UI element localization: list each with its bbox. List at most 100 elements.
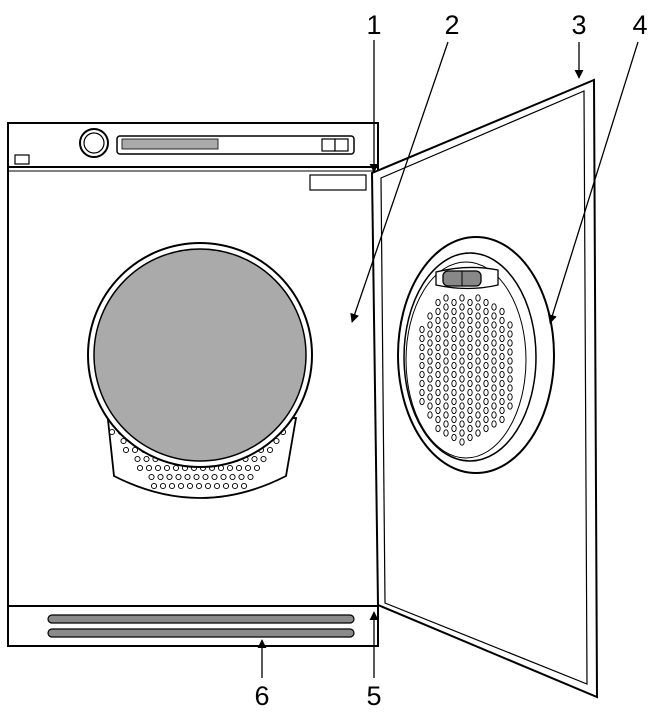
- grille-hole: [222, 482, 230, 490]
- filter-hole: [435, 424, 441, 433]
- filter-hole: [443, 384, 449, 392]
- filter-hole: [467, 370, 473, 379]
- filter-hole: [443, 366, 449, 374]
- filter-hole: [451, 334, 457, 343]
- filter-hole: [459, 312, 465, 320]
- filter-hole: [459, 375, 465, 383]
- filter-hole: [419, 361, 425, 370]
- filter-hole: [475, 357, 481, 365]
- filter-hole: [419, 370, 425, 379]
- filter-hole: [483, 343, 489, 352]
- filter-hole: [507, 321, 513, 329]
- filter-hole: [451, 343, 457, 352]
- filter-hole: [443, 330, 449, 338]
- control-panel: [14, 128, 367, 191]
- filter-hole: [499, 334, 505, 343]
- filter-hole: [443, 321, 449, 329]
- filter-hole: [475, 303, 481, 311]
- filter-hole: [467, 388, 473, 397]
- filter-hole: [467, 397, 473, 406]
- filter-hole: [427, 375, 433, 383]
- filter-hole: [475, 402, 481, 410]
- grille-hole: [159, 482, 167, 490]
- grille-hole: [175, 473, 182, 481]
- filter-hole: [459, 366, 465, 374]
- filter-hole: [507, 402, 513, 410]
- filter-hole: [451, 307, 457, 316]
- filter-hole: [483, 325, 489, 334]
- grille-hole: [143, 455, 150, 463]
- filter-hole: [507, 339, 513, 347]
- filter-hole: [451, 406, 457, 415]
- filter-hole: [427, 357, 433, 365]
- callout-5: 5: [366, 681, 381, 711]
- filter-hole: [443, 375, 449, 383]
- filter-hole: [475, 294, 481, 302]
- filter-hole: [443, 303, 449, 311]
- door-filter-grille: [419, 294, 513, 446]
- filter-hole: [451, 352, 457, 361]
- grille-hole: [253, 464, 261, 472]
- filter-hole: [459, 411, 465, 419]
- grille-hole: [251, 455, 258, 463]
- filter-hole: [451, 316, 457, 325]
- filter-hole: [499, 379, 505, 388]
- grille-hole: [260, 455, 267, 463]
- filter-hole: [467, 298, 473, 307]
- filter-hole: [419, 343, 425, 352]
- callout-3: 3: [571, 10, 586, 40]
- filter-hole: [507, 330, 513, 338]
- filter-hole: [443, 411, 449, 419]
- grille-hole: [266, 446, 274, 454]
- filter-hole: [475, 384, 481, 392]
- filter-hole: [499, 325, 505, 334]
- filter-hole: [427, 393, 433, 401]
- grille-hole: [186, 482, 194, 490]
- filter-hole: [475, 330, 481, 338]
- drum-opening: [87, 242, 313, 499]
- filter-hole: [475, 393, 481, 401]
- grille-hole: [154, 464, 162, 472]
- filter-hole: [475, 420, 481, 428]
- filter-hole: [435, 334, 441, 343]
- filter-hole: [443, 402, 449, 410]
- filter-hole: [483, 370, 489, 379]
- grille-hole: [136, 464, 144, 472]
- filter-hole: [491, 312, 497, 320]
- filter-hole: [491, 402, 497, 410]
- filter-hole: [443, 348, 449, 356]
- grille-hole: [240, 482, 248, 490]
- filter-hole: [483, 307, 489, 316]
- filter-hole: [467, 406, 473, 415]
- door-filter: [397, 236, 555, 474]
- filter-hole: [499, 370, 505, 379]
- filter-hole: [459, 357, 465, 365]
- filter-hole: [419, 388, 425, 397]
- callout-6: 6: [254, 681, 269, 711]
- filter-hole: [475, 429, 481, 437]
- callout-4: 4: [632, 10, 647, 40]
- filter-hole: [467, 325, 473, 334]
- grille-hole: [204, 482, 212, 490]
- grille-hole: [193, 473, 200, 481]
- filter-hole: [507, 348, 513, 356]
- filter-hole: [499, 307, 505, 316]
- filter-hole: [427, 312, 433, 320]
- filter-hole: [459, 420, 465, 428]
- filter-hole: [459, 429, 465, 437]
- filter-hole: [499, 361, 505, 370]
- filter-hole: [475, 348, 481, 356]
- ventilation-slots: [47, 614, 355, 638]
- filter-hole: [491, 348, 497, 356]
- filter-hole: [491, 420, 497, 428]
- filter-hole: [467, 334, 473, 343]
- filter-hole: [483, 406, 489, 415]
- grille-hole: [273, 437, 280, 445]
- filter-hole: [467, 307, 473, 316]
- grille-hole: [184, 473, 191, 481]
- filter-hole: [419, 397, 425, 406]
- filter-hole: [483, 415, 489, 424]
- grille-hole: [247, 473, 254, 481]
- display-strip: [116, 135, 355, 155]
